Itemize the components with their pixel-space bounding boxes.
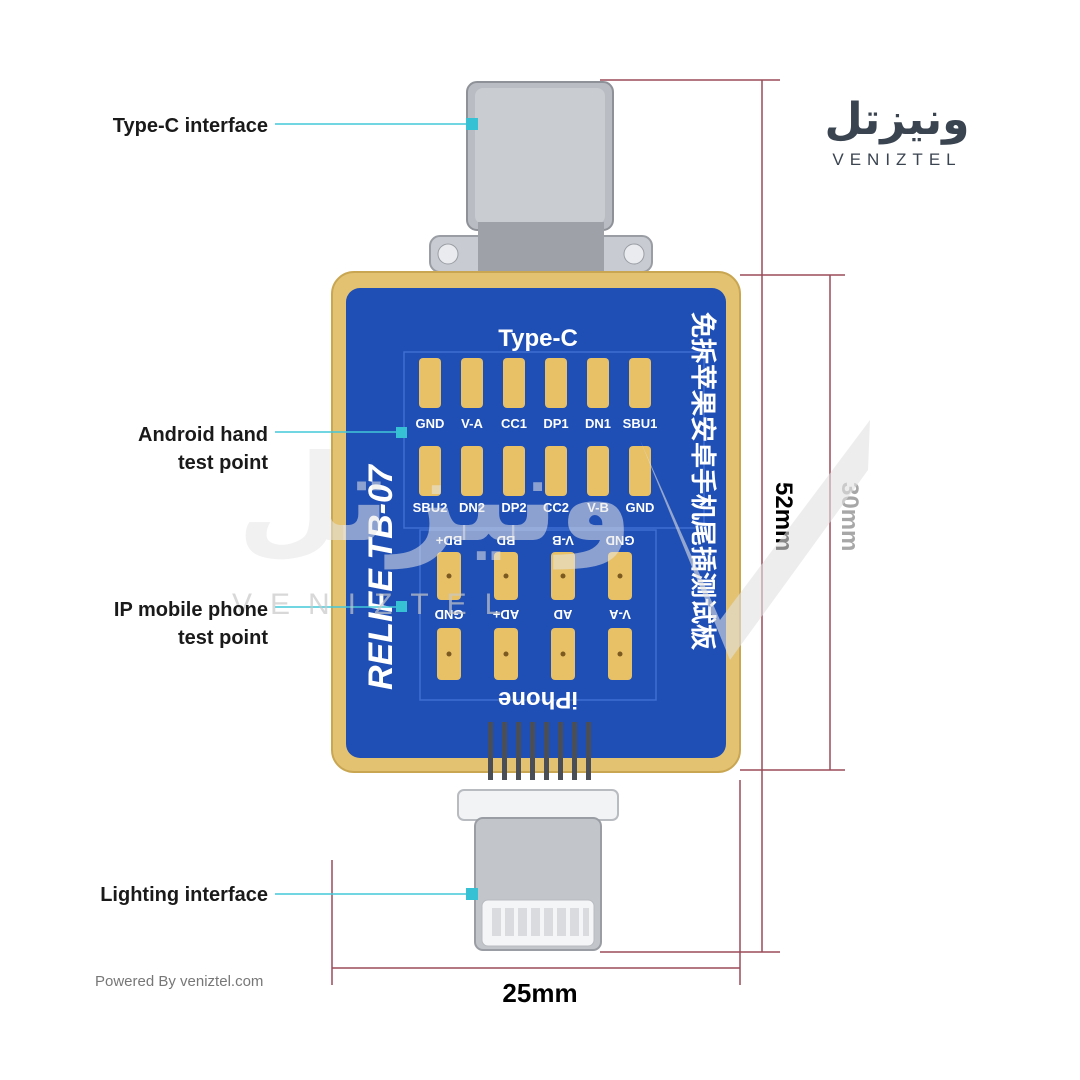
- brand-logo: ونيزتل VENIZTEL: [812, 92, 982, 182]
- lightning-connector: [457, 722, 619, 951]
- iphone-pad-label-row2-3: AD+: [492, 607, 519, 622]
- iphone-pad-label-row1-4: BD+: [435, 533, 462, 548]
- iphone-pad-row2-2-probe-dot: [560, 651, 566, 657]
- ip-test-point-label: IP mobile phone test point: [113, 599, 268, 649]
- android-pad-label-row2-3: DP2: [501, 500, 526, 515]
- android-pad-row1-4: [545, 358, 567, 408]
- type-c-interface-label: Type-C interface: [112, 115, 268, 137]
- board-iphone-label: iPhone: [498, 686, 578, 713]
- iphone-pad-row2-3-probe-dot: [503, 651, 509, 657]
- board-brand: RELIFE TB-07: [362, 463, 400, 690]
- android-pad-label-row1-2: V-A: [461, 416, 483, 431]
- iphone-pad-row1-1-probe-dot: [617, 573, 623, 579]
- iphone-test-pads: [437, 552, 632, 680]
- android-test-point-label: Android hand test point: [138, 424, 268, 474]
- android-pad-label-row1-5: DN1: [585, 416, 611, 431]
- android-pad-label-row1-1: GND: [416, 416, 445, 431]
- iphone-pad-row1-4-probe-dot: [446, 573, 452, 579]
- logo-latin: VENIZTEL: [832, 150, 962, 169]
- android-pad-row1-6: [629, 358, 651, 408]
- android-pad-label-row2-1: SBU2: [413, 500, 448, 515]
- android-pad-row2-5: [587, 446, 609, 496]
- android-pad-row1-3: [503, 358, 525, 408]
- watermark-swoosh: [640, 420, 870, 660]
- android-test-pads: [419, 358, 651, 496]
- iphone-pad-row1-3-probe-dot: [503, 573, 509, 579]
- iphone-pad-label-row1-1: GND: [606, 533, 635, 548]
- iphone-pad-row2-4-probe-dot: [446, 651, 452, 657]
- android-pad-label-row1-3: CC1: [501, 416, 527, 431]
- android-pad-row2-3: [503, 446, 525, 496]
- iphone-pad-label-row1-2: V-B: [552, 533, 574, 548]
- android-pad-label-row2-2: DN2: [459, 500, 485, 515]
- iphone-pad-label-row1-3: BD: [497, 533, 516, 548]
- android-pad-row1-5: [587, 358, 609, 408]
- iphone-pad-row1-2-probe-dot: [560, 573, 566, 579]
- android-pad-label-row2-6: GND: [626, 500, 655, 515]
- callout-lines: [275, 123, 470, 895]
- android-pad-row1-2: [461, 358, 483, 408]
- android-pad-row2-4: [545, 446, 567, 496]
- android-pad-label-row1-6: SBU1: [623, 416, 658, 431]
- iphone-pad-label-row2-4: GND: [435, 607, 464, 622]
- android-pad-row1-1: [419, 358, 441, 408]
- dimension-lines: [331, 79, 845, 985]
- android-pad-row2-2: [461, 446, 483, 496]
- watermark-latin: VENIZTEL: [232, 588, 520, 621]
- board-type-c-label: Type-C: [498, 325, 578, 352]
- iphone-pad-row2-1-probe-dot: [617, 651, 623, 657]
- watermark-arabic: ونيزتل: [237, 430, 633, 569]
- iphone-pad-label-row2-1: V-A: [609, 607, 631, 622]
- board-chinese-text: 免拆苹果安卓手机尾插测试板: [687, 312, 718, 650]
- lighting-interface-label: Lighting interface: [100, 884, 268, 906]
- powered-by-text: Powered By veniztel.com: [95, 973, 264, 990]
- width-dimension-label: 25mm: [502, 978, 577, 1008]
- callout-markers: [396, 118, 478, 900]
- android-pad-row2-1: [419, 446, 441, 496]
- logo-arabic: ونيزتل: [824, 94, 970, 145]
- iphone-pad-label-row2-2: AD: [554, 607, 573, 622]
- android-pad-row2-6: [629, 446, 651, 496]
- android-pad-label-row2-4: CC2: [543, 500, 569, 515]
- android-pad-label-row2-5: V-B: [587, 500, 609, 515]
- android-pad-label-row1-4: DP1: [543, 416, 568, 431]
